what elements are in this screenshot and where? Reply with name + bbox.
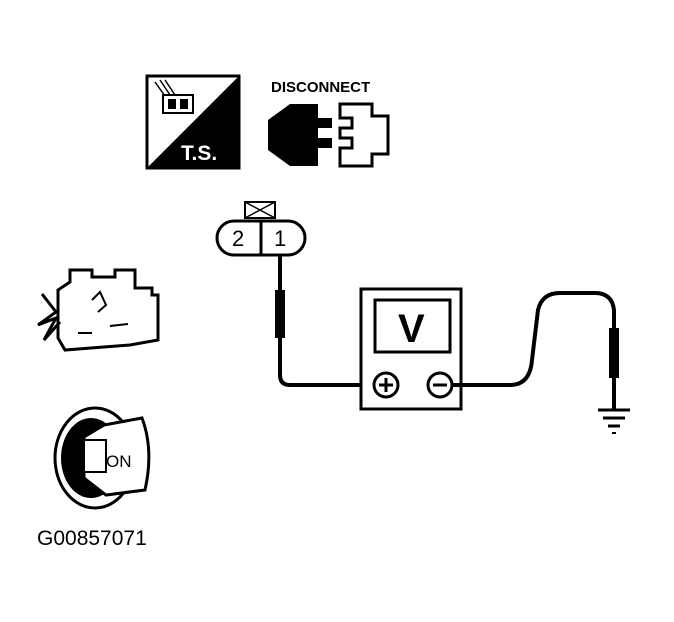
pin-1-label: 1 — [274, 226, 286, 251]
ignition-key-icon: ON — [53, 406, 151, 510]
disconnect-label: DISCONNECT — [271, 79, 370, 96]
test-sequence-icon: T.S. — [145, 74, 241, 170]
disconnect-icon: DISCONNECT — [268, 79, 390, 168]
negative-lead — [452, 291, 619, 410]
ground-icon — [598, 408, 630, 434]
pin-2-label: 2 — [232, 226, 244, 251]
engine-icon — [37, 268, 160, 352]
ignition-position-label: ON — [106, 452, 132, 471]
voltmeter-display: V — [398, 307, 425, 351]
connector: 2 1 — [215, 201, 307, 257]
figure-code: G00857071 — [37, 527, 147, 550]
test-sequence-label: T.S. — [181, 142, 217, 165]
positive-lead — [275, 255, 372, 387]
voltmeter: V — [359, 287, 463, 411]
